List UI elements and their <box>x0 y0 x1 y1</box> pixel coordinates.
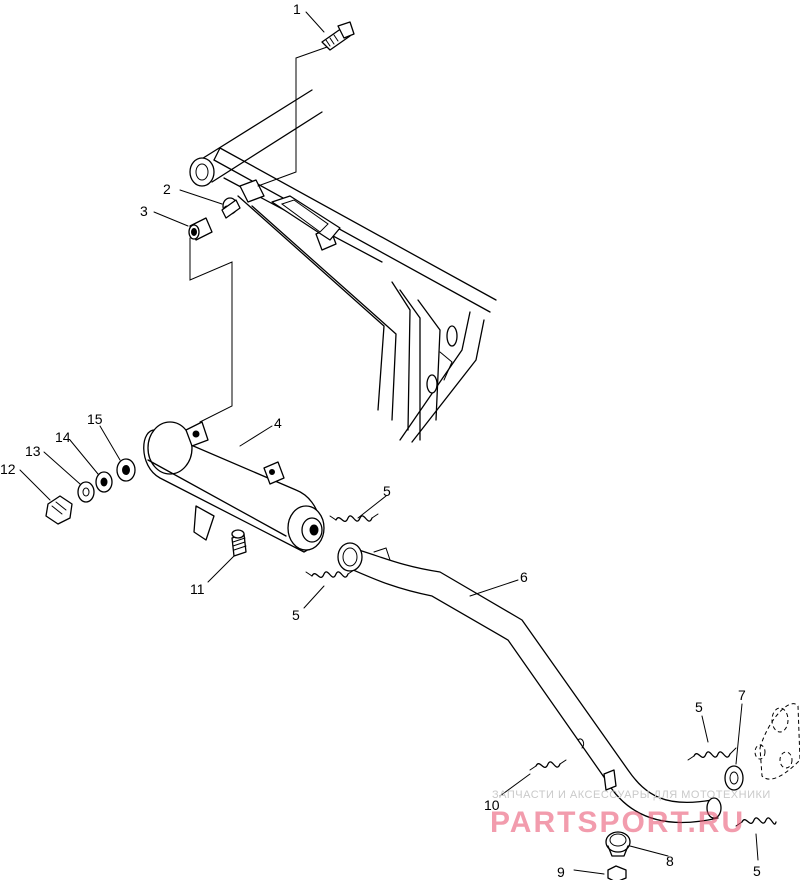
plug-part-8 <box>605 831 631 857</box>
callout-4: 4 <box>274 415 282 431</box>
muffler-part-4 <box>143 421 325 553</box>
callout-14: 14 <box>55 429 71 445</box>
spring-part-10 <box>529 759 567 771</box>
washer-part-14 <box>95 471 113 493</box>
callout-7: 7 <box>738 687 746 703</box>
assembly-leader-lines <box>189 45 331 423</box>
callout-5-lower: 5 <box>292 607 300 623</box>
spring-part-5-right-upper <box>687 747 737 761</box>
callout-15: 15 <box>87 411 103 427</box>
callout-12: 12 <box>0 461 16 477</box>
grommet-part-3 <box>188 217 213 241</box>
bolt-part-11 <box>231 529 247 557</box>
callout-leaders <box>19 11 759 875</box>
callout-5-right-lower: 5 <box>753 863 761 879</box>
bolt-part-1 <box>321 21 355 51</box>
cylinder-outline-reference <box>754 703 800 780</box>
callout-11: 11 <box>190 581 205 597</box>
callout-6: 6 <box>520 569 528 585</box>
spring-part-5-upper <box>329 513 379 523</box>
callout-labels: 1 2 3 4 5 5 6 5 7 8 9 10 5 11 12 13 14 1… <box>0 1 761 880</box>
callout-5-upper: 5 <box>383 483 391 499</box>
callout-10: 10 <box>484 797 500 813</box>
callout-3: 3 <box>140 203 148 219</box>
callout-9: 9 <box>557 864 565 880</box>
watermark-brand: PARTSPORT.RU <box>490 806 745 839</box>
callout-2: 2 <box>163 181 171 197</box>
callout-5-right-upper: 5 <box>695 699 703 715</box>
callout-8: 8 <box>666 853 674 869</box>
washer-part-13 <box>77 481 95 503</box>
head-pipe-part-6 <box>337 542 722 824</box>
callout-1: 1 <box>293 1 301 17</box>
gasket-part-7 <box>724 765 744 791</box>
callout-13: 13 <box>25 443 41 459</box>
spring-part-5-right-lower <box>735 817 777 827</box>
nut-part-12 <box>45 495 73 525</box>
frame-assembly <box>189 89 497 443</box>
nut-part-9 <box>607 865 627 880</box>
watermark: ЗАПЧАСТИ И АКСЕССУАРЫ ДЛЯ МОТОТЕХНИКИ PA… <box>490 789 771 839</box>
bushing-part-2 <box>221 197 241 219</box>
washer-part-15 <box>116 458 136 482</box>
watermark-tagline: ЗАПЧАСТИ И АКСЕССУАРЫ ДЛЯ МОТОТЕХНИКИ <box>492 789 771 801</box>
